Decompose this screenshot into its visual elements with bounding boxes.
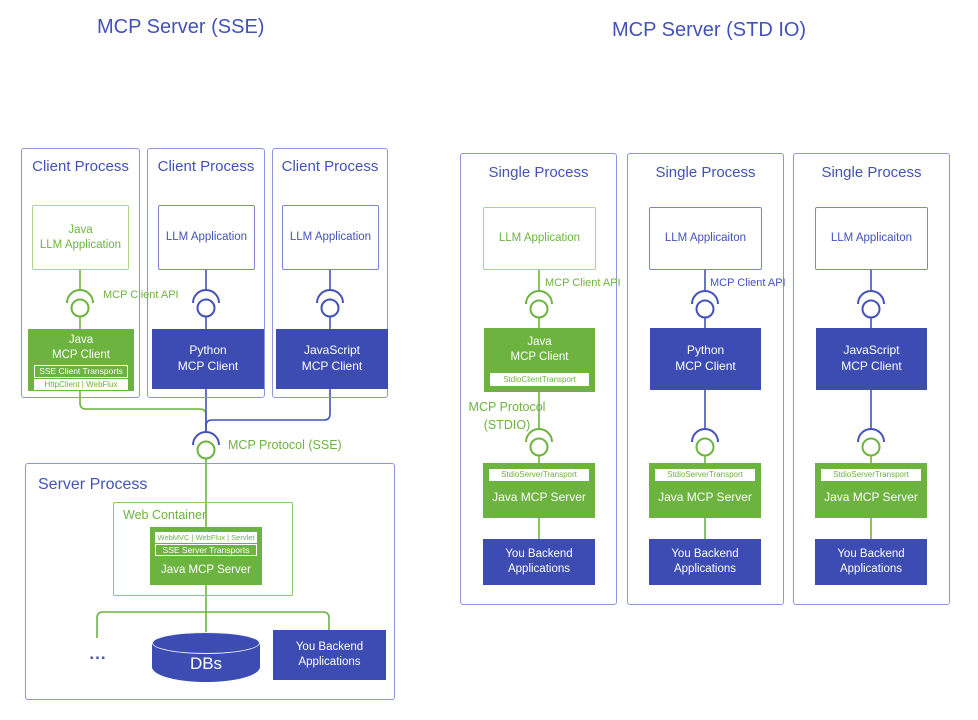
database-cylinder: DBs bbox=[152, 632, 260, 682]
llm-app-label: LLM Applicaiton bbox=[664, 232, 747, 245]
stdio-llm-app-box-1: LLM Application bbox=[483, 207, 596, 270]
webmvc-webflux-servlet-strip: WebMVC | WebFlux | Servlet bbox=[155, 532, 257, 543]
sse-java-mcp-server-box: WebMVC | WebFlux | Servlet SSE Server Tr… bbox=[150, 527, 262, 585]
ball-socket-connector-icon bbox=[857, 428, 885, 457]
llm-app-label: LLM Applicaiton bbox=[830, 232, 913, 245]
sse-client-api-label: MCP Client API bbox=[103, 289, 179, 301]
sse-server-process-title: Server Process bbox=[38, 476, 148, 493]
llm-app-line1: Java bbox=[68, 223, 93, 236]
httpclient-webflux-strip: HttpClient | WebFlux bbox=[34, 379, 128, 390]
client-name-line2: MCP Client bbox=[510, 351, 569, 363]
stdio-java-mcp-server-box-3: StdioServerTransport Java MCP Server bbox=[815, 463, 927, 518]
ball-socket-connector-icon bbox=[525, 290, 553, 319]
stdio-single-process-title-1: Single Process bbox=[488, 164, 589, 181]
stdio-llm-app-box-2: LLM Applicaiton bbox=[649, 207, 762, 270]
llm-app-label: LLM Application bbox=[498, 232, 581, 245]
client-name-line1: Java bbox=[68, 334, 94, 347]
ellipsis-label: ... bbox=[89, 644, 107, 663]
sse-client-process-title-2: Client Process bbox=[157, 158, 255, 175]
sse-client-process-box-2 bbox=[147, 148, 265, 398]
client-name-line1: Java bbox=[527, 336, 552, 349]
stdio-python-mcp-client-box: Python MCP Client bbox=[650, 328, 761, 390]
ball-socket-connector-icon bbox=[857, 290, 885, 319]
ball-socket-connector-icon bbox=[525, 428, 553, 457]
ball-socket-connector-icon bbox=[691, 290, 719, 319]
client-name-line1: JavaScript bbox=[303, 343, 361, 358]
stdio-diagram-title: MCP Server (STD IO) bbox=[612, 19, 807, 41]
sse-client-process-box-3 bbox=[272, 148, 388, 398]
stdio-llm-app-box-3: LLM Applicaiton bbox=[815, 207, 928, 270]
client-name-line1: JavaScript bbox=[843, 343, 900, 358]
web-container-title: Web Container bbox=[123, 508, 207, 522]
sse-java-mcp-server-label: Java MCP Server bbox=[161, 563, 251, 576]
llm-app-line2: LLM Application bbox=[39, 238, 122, 251]
stdio-client-transport-strip: StdioClientTransport bbox=[490, 373, 589, 386]
stdio-java-mcp-server-label: Java MCP Server bbox=[492, 490, 586, 505]
stdio-backend-apps-box-1: You Backend Applications bbox=[483, 539, 595, 585]
stdio-protocol-label: MCP Protocol (STDIO) bbox=[468, 400, 546, 432]
sse-diagram-title: MCP Server (SSE) bbox=[97, 16, 265, 38]
stdio-single-process-title-3: Single Process bbox=[821, 164, 922, 181]
ball-socket-connector-icon bbox=[66, 289, 94, 318]
sse-llm-app-box-1: Java LLM Application bbox=[32, 205, 129, 270]
sse-javascript-mcp-client-box: JavaScript MCP Client bbox=[276, 329, 388, 389]
stdio-java-mcp-server-box-2: StdioServerTransport Java MCP Server bbox=[649, 463, 761, 518]
stdio-java-mcp-server-box-1: StdioServerTransport Java MCP Server bbox=[483, 463, 595, 518]
stdio-java-mcp-server-label: Java MCP Server bbox=[824, 490, 918, 505]
stdio-server-transport-strip: StdioServerTransport bbox=[821, 469, 921, 481]
web-container-box bbox=[113, 502, 293, 596]
stdio-server-transport-strip: StdioServerTransport bbox=[489, 469, 589, 481]
sse-llm-app-box-2: LLM Application bbox=[158, 205, 255, 270]
client-name-line2: MCP Client bbox=[675, 359, 736, 373]
stdio-java-mcp-server-label: Java MCP Server bbox=[658, 490, 752, 505]
stdio-client-api-label-1: MCP Client API bbox=[545, 277, 621, 289]
ball-socket-connector-icon bbox=[192, 289, 220, 318]
client-name-line2: MCP Client bbox=[841, 359, 902, 373]
stdio-single-process-box-1 bbox=[460, 153, 617, 605]
stdio-server-transport-strip: StdioServerTransport bbox=[655, 469, 755, 481]
sse-server-process-box bbox=[25, 463, 395, 700]
client-name-line2: MCP Client bbox=[52, 349, 110, 361]
ball-socket-connector-icon bbox=[691, 428, 719, 457]
stdio-single-process-box-2 bbox=[627, 153, 784, 605]
llm-app-label: LLM Application bbox=[289, 231, 372, 244]
db-label: DBs bbox=[189, 654, 223, 673]
sse-client-process-title-1: Client Process bbox=[32, 158, 129, 175]
sse-java-mcp-client-box: Java MCP Client SSE Client Transports Ht… bbox=[28, 329, 134, 391]
llm-app-label: LLM Application bbox=[165, 231, 248, 244]
stdio-single-process-title-2: Single Process bbox=[655, 164, 756, 181]
stdio-single-process-box-3 bbox=[793, 153, 950, 605]
sse-client-process-box-1 bbox=[21, 148, 140, 398]
sse-protocol-label: MCP Protocol (SSE) bbox=[228, 438, 342, 452]
stdio-client-api-label-2: MCP Client API bbox=[710, 277, 786, 289]
stdio-backend-apps-box-3: You Backend Applications bbox=[815, 539, 927, 585]
stdio-javascript-mcp-client-box: JavaScript MCP Client bbox=[816, 328, 927, 390]
sse-server-transports-strip: SSE Server Transports bbox=[155, 544, 257, 556]
sse-backend-apps-box: You Backend Applications bbox=[273, 630, 386, 680]
stdio-backend-apps-box-2: You Backend Applications bbox=[649, 539, 761, 585]
sse-client-process-title-3: Client Process bbox=[281, 158, 379, 175]
sse-client-transports-strip: SSE Client Transports bbox=[34, 365, 128, 378]
sse-python-mcp-client-box: Python MCP Client bbox=[152, 329, 264, 389]
ball-socket-connector-icon bbox=[316, 289, 344, 318]
client-name-line2: MCP Client bbox=[301, 359, 363, 373]
client-name-line2: MCP Client bbox=[177, 359, 239, 373]
client-name-line1: Python bbox=[189, 343, 227, 358]
sse-llm-app-box-3: LLM Application bbox=[282, 205, 379, 270]
ball-socket-connector-icon bbox=[192, 431, 220, 460]
stdio-java-mcp-client-box: Java MCP Client StdioClientTransport bbox=[484, 328, 595, 392]
client-name-line1: Python bbox=[686, 343, 725, 358]
